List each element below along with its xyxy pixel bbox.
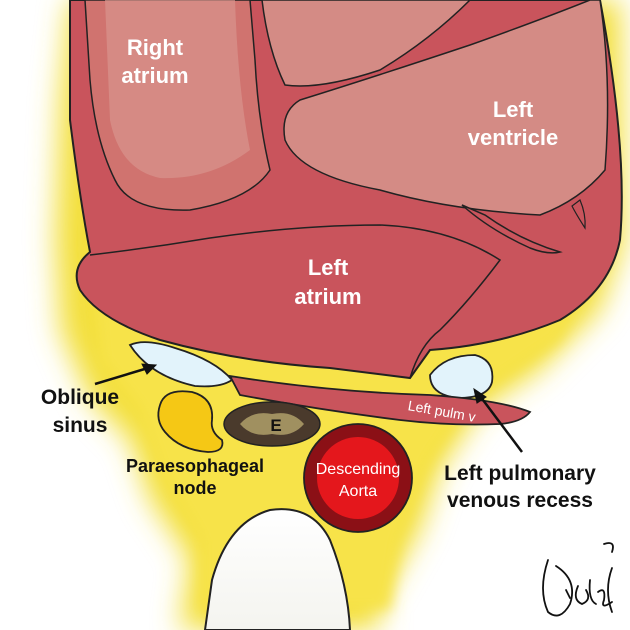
label-oblique-sinus-2: sinus: [53, 414, 108, 437]
label-paraesophageal-node-2: node: [174, 478, 217, 498]
signature-stroke-rest: [565, 542, 614, 613]
arrow-head-pulmonary-venous-recess: [473, 387, 487, 404]
label-pulmonary-venous-recess-2: venous recess: [447, 489, 593, 512]
label-paraesophageal-node-1: Paraesophageal: [126, 456, 264, 476]
label-left-ventricle-2: ventricle: [468, 125, 559, 150]
signature-mark: [542, 542, 614, 617]
pointer-arrows: [94, 363, 523, 453]
left-pulmonary-vein: [228, 374, 532, 426]
label-left-ventricle-1: Left: [493, 97, 534, 122]
vertebral-body: [203, 508, 352, 630]
signature-stroke-d: [542, 559, 574, 617]
left-atrium: [89, 224, 502, 379]
oesophagus-lumen: [240, 413, 304, 435]
label-oesophagus: E: [270, 416, 281, 435]
arrow-pulmonary-venous-recess: [479, 395, 523, 453]
label-pulmonary-venous-recess-1: Left pulmonary: [444, 462, 596, 485]
trabecula-small: [571, 199, 586, 230]
label-right-atrium-2: atrium: [121, 63, 188, 88]
label-oblique-sinus-1: Oblique: [41, 386, 119, 409]
descending-aorta-lumen: [317, 437, 399, 519]
label-left-atrium-2: atrium: [294, 284, 361, 309]
paraesophageal-node: [157, 390, 224, 453]
label-descending-aorta-2: Aorta: [339, 483, 377, 500]
label-right-atrium-1: Right: [127, 35, 184, 60]
right-atrium-highlight: [105, 0, 250, 179]
label-left-atrium-1: Left: [308, 255, 349, 280]
trabecula: [461, 204, 563, 254]
arrow-oblique-sinus: [94, 366, 149, 386]
heart: [69, 0, 623, 380]
upper-chamber: [261, 0, 472, 87]
left-pulmonary-venous-recess: [429, 354, 494, 399]
arrow-head-oblique-sinus: [141, 363, 158, 375]
label-descending-aorta-1: Descending: [316, 461, 401, 478]
left-ventricle: [283, 0, 609, 216]
